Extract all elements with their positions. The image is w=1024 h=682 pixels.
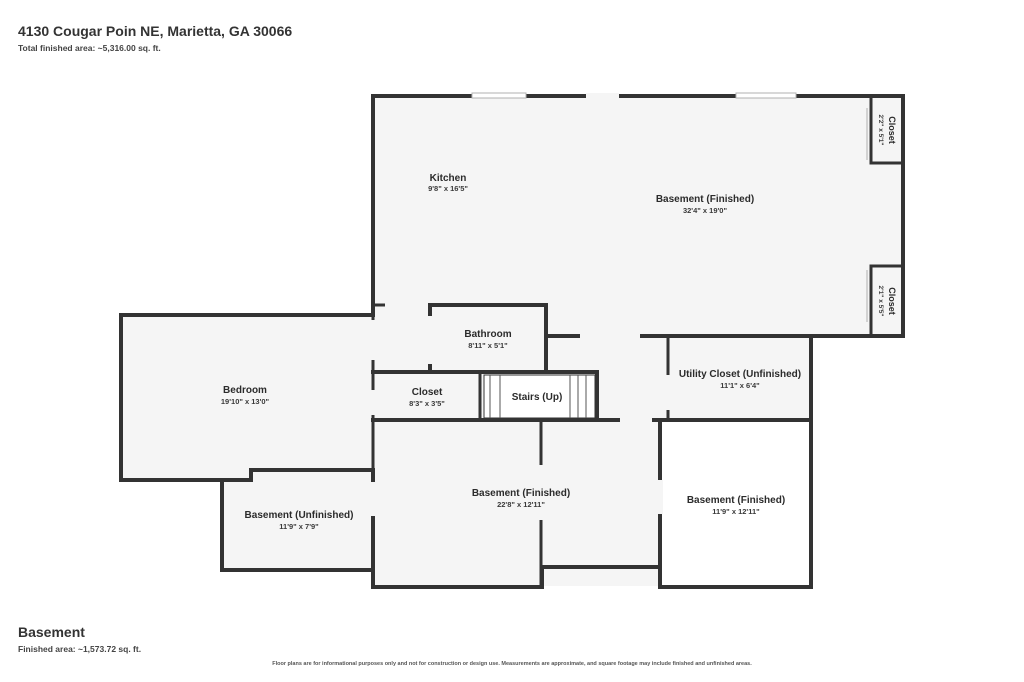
room-name: Bathroom bbox=[464, 329, 511, 340]
room-name: Utility Closet (Unfinished) bbox=[679, 369, 801, 380]
room-basement-unfinished: Basement (Unfinished) 11'9" x 7'9" bbox=[245, 510, 354, 531]
room-dimensions: 32'4" x 19'0" bbox=[683, 206, 727, 215]
room-dimensions: 11'1" x 6'4" bbox=[720, 381, 760, 390]
room-dimensions: 2'2" x 5'1" bbox=[877, 115, 884, 146]
room-dimensions: 22'8" x 12'11" bbox=[497, 500, 545, 509]
room-name: Basement (Finished) bbox=[687, 495, 785, 506]
room-dimensions: 8'3" x 3'5" bbox=[409, 399, 445, 408]
room-name: Closet bbox=[412, 387, 443, 398]
floor-fills bbox=[121, 96, 903, 587]
room-closet-top: Closet 2'2" x 5'1" bbox=[877, 115, 897, 146]
room-name: Kitchen bbox=[430, 173, 467, 184]
floor-name: Basement bbox=[18, 624, 85, 640]
floor-summary: Basement Finished area: ~1,573.72 sq. ft… bbox=[18, 623, 141, 655]
room-name: Basement (Finished) bbox=[472, 488, 570, 499]
room-kitchen: Kitchen 9'8" x 16'5" bbox=[428, 173, 468, 193]
room-dimensions: 9'8" x 16'5" bbox=[428, 184, 468, 193]
room-basement-main: Basement (Finished) 32'4" x 19'0" bbox=[656, 194, 754, 215]
total-finished-area: Total finished area: ~5,316.00 sq. ft. bbox=[18, 43, 161, 53]
room-name: Basement (Finished) bbox=[656, 194, 754, 205]
room-dimensions: 2'1" x 5'5" bbox=[877, 286, 884, 317]
property-address: 4130 Cougar Poin NE, Marietta, GA 30066 bbox=[18, 23, 293, 39]
room-bathroom: Bathroom 8'11" x 5'1" bbox=[464, 329, 511, 350]
closet-walls bbox=[866, 96, 903, 336]
room-dimensions: 19'10" x 13'0" bbox=[221, 397, 270, 406]
room-dimensions: 11'9" x 7'9" bbox=[279, 522, 319, 531]
room-name: Closet bbox=[887, 116, 897, 144]
floor-finished-area: Finished area: ~1,573.72 sq. ft. bbox=[18, 644, 142, 654]
header: 4130 Cougar Poin NE, Marietta, GA 30066 … bbox=[18, 22, 292, 54]
disclaimer: Floor plans are for informational purpos… bbox=[272, 661, 752, 667]
room-dimensions: 8'11" x 5'1" bbox=[468, 341, 508, 350]
room-closet-right: Closet 2'1" x 5'5" bbox=[877, 286, 897, 317]
room-closet-mid: Closet 8'3" x 3'5" bbox=[409, 387, 445, 408]
room-basement-right: Basement (Finished) 11'9" x 12'11" bbox=[687, 495, 785, 516]
windows bbox=[370, 92, 797, 516]
room-name: Bedroom bbox=[223, 385, 267, 396]
room-dimensions: 11'9" x 12'11" bbox=[712, 507, 760, 516]
room-basement-center: Basement (Finished) 22'8" x 12'11" bbox=[472, 488, 570, 509]
room-bedroom: Bedroom 19'10" x 13'0" bbox=[221, 385, 270, 406]
room-stairs: Stairs (Up) bbox=[505, 388, 567, 404]
room-name: Basement (Unfinished) bbox=[245, 510, 354, 521]
room-utility-closet: Utility Closet (Unfinished) 11'1" x 6'4" bbox=[679, 369, 801, 390]
room-name: Closet bbox=[887, 287, 897, 315]
room-name: Stairs (Up) bbox=[512, 392, 563, 403]
